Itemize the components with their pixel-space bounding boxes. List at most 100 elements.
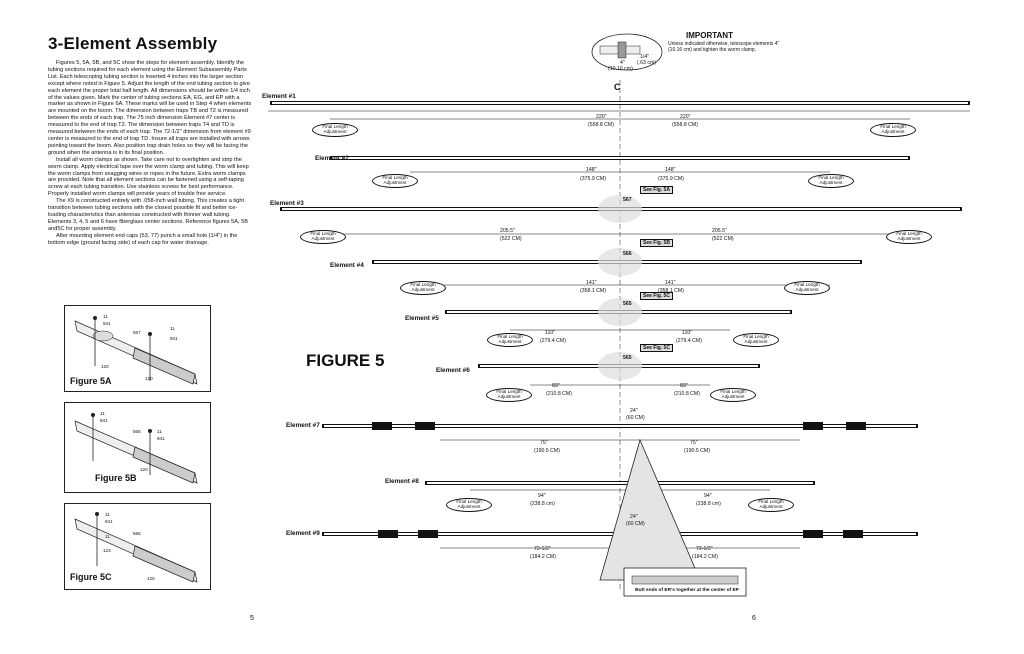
element-label: Element #1 <box>262 93 296 100</box>
dimension: (279.4 CM) <box>676 338 702 344</box>
part-callout: 123 <box>103 548 111 553</box>
part-callout: 941 <box>105 519 113 524</box>
dimension: 220" <box>680 114 691 120</box>
dimension: (190.5 CM) <box>684 448 710 454</box>
dimension: (184.2 CM) <box>692 554 718 560</box>
final-length-note: Final Length Adjustment <box>748 498 794 512</box>
part-callout: 11 <box>105 512 110 517</box>
dimension: 75" <box>540 440 548 446</box>
dimension: 94" <box>704 493 712 499</box>
part-number: 566 <box>623 251 632 257</box>
butt-ends-note: Butt ends of ER's together at the center… <box>635 588 739 593</box>
part-callout: 941 <box>157 436 165 441</box>
see-figure-callout: See Fig. 5C <box>640 344 673 352</box>
dimension: (184.2 CM) <box>530 554 556 560</box>
final-length-note: Final Length Adjustment <box>733 333 779 347</box>
dimension: 83" <box>680 383 688 389</box>
dimension: 110" <box>545 330 556 336</box>
dimension: 205.5" <box>500 228 515 234</box>
figure-5a-drawing <box>74 316 198 385</box>
part-callout: 941 <box>103 321 111 326</box>
dimension: (358.1 CM) <box>658 288 684 294</box>
dimension: 94" <box>538 493 546 499</box>
inset-label: (.63 cm) <box>637 60 657 66</box>
inset-label: 1/4" <box>640 54 650 60</box>
part-callout: 120 <box>145 376 153 381</box>
dimension: (238.8 cm) <box>696 501 721 507</box>
dimension: (210.8 CM) <box>546 391 572 397</box>
dimension: (210.8 CM) <box>674 391 700 397</box>
figure-5c-drawing <box>74 512 198 583</box>
dimension: (60 CM) <box>626 521 645 527</box>
figure-5b-label: Figure 5B <box>95 473 137 483</box>
instructions-text: Figures 5, 5A, 5B, and 5C show the steps… <box>48 60 254 246</box>
section-title: 3-Element Assembly <box>48 34 218 53</box>
dimension: (558.8 CM) <box>588 122 614 128</box>
part-callout: 120 <box>101 364 109 369</box>
dimension: 110" <box>682 330 693 336</box>
dimension: 83" <box>552 383 560 389</box>
dimension: (60 CM) <box>626 415 645 421</box>
element-label: Element #9 <box>286 530 320 537</box>
final-length-note: Final Length Adjustment <box>400 281 446 295</box>
center-mark: C <box>614 82 621 92</box>
paragraph: Install all worm clamps as shown. Take c… <box>48 156 249 198</box>
figure-title: FIGURE 5 <box>306 351 385 370</box>
see-figure-callout: See Fig. 5B <box>640 239 673 247</box>
dimension: (375.9 CM) <box>580 176 606 182</box>
dimension: 72-1/2" <box>696 546 713 552</box>
figure-5c-box: Figure 5C 11 941 565 11 123 125 <box>64 503 211 590</box>
part-callout: 11 <box>103 314 108 319</box>
dimension: 148" <box>586 167 597 173</box>
part-callout: 565 <box>133 531 141 536</box>
inset-label: 4" <box>620 60 625 66</box>
element-label: Element #5 <box>405 315 439 322</box>
dimension: 141" <box>665 280 676 286</box>
paragraph: After mounting element end caps (53, 77)… <box>48 232 238 246</box>
part-callout: 567 <box>133 330 141 335</box>
dimension: 148" <box>665 167 676 173</box>
final-length-note: Final Length Adjustment <box>710 388 756 402</box>
dimension: 24" <box>630 514 638 520</box>
page-number-left: 5 <box>250 615 254 622</box>
figure-5b-box: Figure 5B 11 941 566 11 941 120 <box>64 402 211 493</box>
figure-5a-label: Figure 5A <box>70 376 112 386</box>
final-length-note: Final Length Adjustment <box>312 123 358 137</box>
final-length-note: Final Length Adjustment <box>487 333 533 347</box>
page-number-right: 6 <box>752 615 756 622</box>
dimension: 220" <box>596 114 607 120</box>
part-callout: 941 <box>100 418 108 423</box>
final-length-note: Final Length Adjustment <box>886 230 932 244</box>
dimension: (279.4 CM) <box>540 338 566 344</box>
part-number: 567 <box>623 197 632 203</box>
part-callout: 11 <box>157 429 162 434</box>
dimension: (358.1 CM) <box>580 288 606 294</box>
final-length-note: Final Length Adjustment <box>300 230 346 244</box>
part-callout: 941 <box>170 336 178 341</box>
final-length-note: Final Length Adjustment <box>784 281 830 295</box>
figure-5a-box: Figure 5A 11 941 567 11 941 120 120 <box>64 305 211 392</box>
important-title: IMPORTANT <box>686 31 733 40</box>
final-length-note: Final Length Adjustment <box>870 123 916 137</box>
dimension: 72-1/2" <box>534 546 551 552</box>
final-length-note: Final Length Adjustment <box>486 388 532 402</box>
final-length-note: Final Length Adjustment <box>372 174 418 188</box>
part-number: 565 <box>623 301 632 307</box>
final-length-note: Final Length Adjustment <box>808 174 854 188</box>
element-label: Element #8 <box>385 478 419 485</box>
important-text: Unless indicated otherwise, telescope el… <box>668 41 780 53</box>
dimension: (558.8 CM) <box>672 122 698 128</box>
part-callout: 120 <box>140 467 148 472</box>
element-label: Element #4 <box>330 262 364 269</box>
element-label: Element #2 <box>315 155 349 162</box>
see-figure-callout: See Fig. 5A <box>640 186 673 194</box>
part-callout: 11 <box>100 411 105 416</box>
element-label: Element #7 <box>286 422 320 429</box>
dimension: (190.5 CM) <box>534 448 560 454</box>
dimension: (522 CM) <box>712 236 734 242</box>
dimension: (238.8 cm) <box>530 501 555 507</box>
paragraph: The X9 is constructed entirely with .058… <box>48 198 248 232</box>
see-figure-callout: See Fig. 5C <box>640 292 673 300</box>
dimension: (375.9 CM) <box>658 176 684 182</box>
